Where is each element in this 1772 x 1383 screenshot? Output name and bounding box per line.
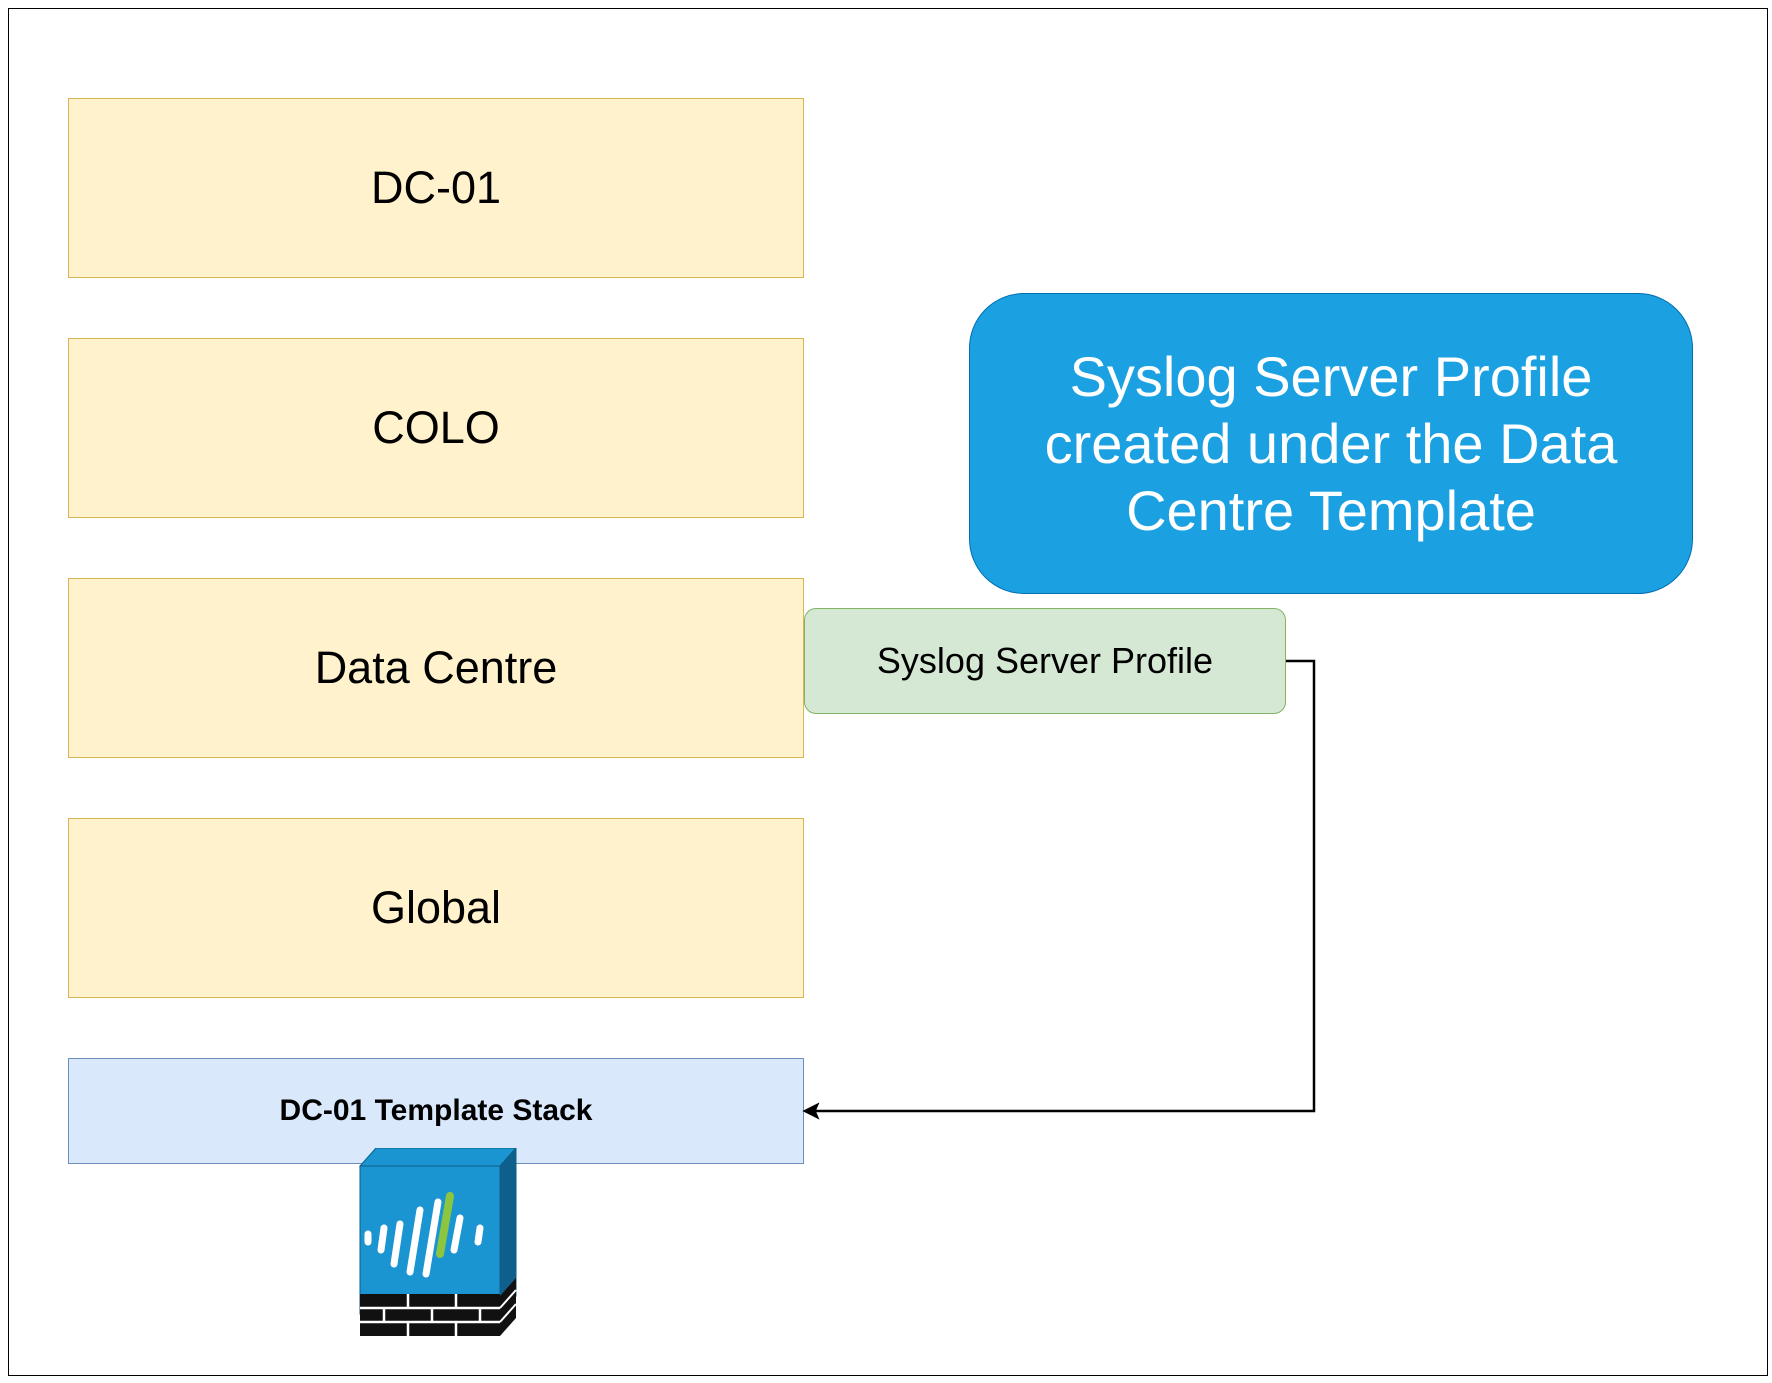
syslog-server-profile-label: Syslog Server Profile <box>876 640 1214 681</box>
template-global: Global <box>68 818 804 998</box>
callout-note: Syslog Server Profile created under the … <box>969 293 1693 594</box>
template-dc-01-label: DC-01 <box>370 162 502 213</box>
callout-note-text: Syslog Server Profile created under the … <box>1044 345 1618 542</box>
template-stack-label: DC-01 Template Stack <box>279 1094 593 1127</box>
template-global-label: Global <box>370 882 502 933</box>
template-colo: COLO <box>68 338 804 518</box>
template-dc-01: DC-01 <box>68 98 804 278</box>
template-data-centre: Data Centre <box>68 578 804 758</box>
palo-alto-firewall-icon <box>358 1148 517 1336</box>
template-data-centre-label: Data Centre <box>314 642 558 693</box>
template-colo-label: COLO <box>372 402 500 453</box>
syslog-server-profile-box: Syslog Server Profile <box>804 608 1286 714</box>
diagram-frame <box>8 8 1768 1376</box>
